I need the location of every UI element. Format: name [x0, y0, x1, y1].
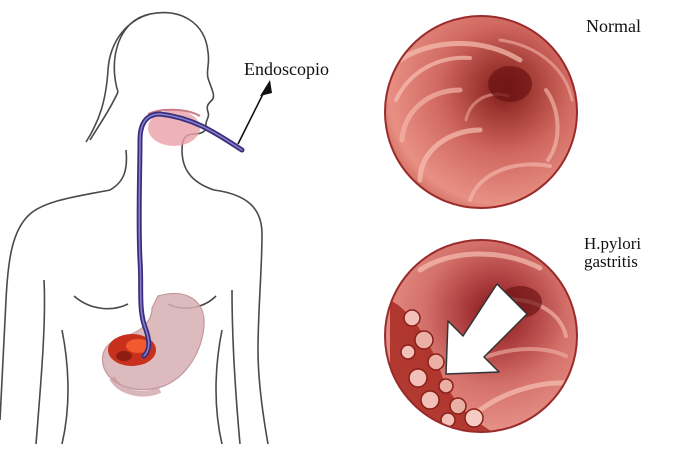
endoscopic-view-gastritis [385, 240, 577, 440]
hair-outline [86, 14, 150, 142]
shoulders [0, 190, 268, 444]
normal-view-label: Normal [586, 17, 641, 36]
right-arm-inner [232, 290, 240, 444]
neck-left [110, 150, 126, 190]
endoscope-label: Endoscopio [244, 60, 329, 79]
neck-right [182, 150, 214, 190]
waist-left [62, 330, 68, 444]
waist-right [216, 330, 222, 444]
pointer-arrow [238, 80, 272, 144]
endoscopic-view-normal [385, 16, 577, 208]
stomach [102, 294, 204, 394]
left-arm-inner [36, 280, 45, 444]
gastritis-view-label: H.pylori gastritis [584, 235, 641, 271]
